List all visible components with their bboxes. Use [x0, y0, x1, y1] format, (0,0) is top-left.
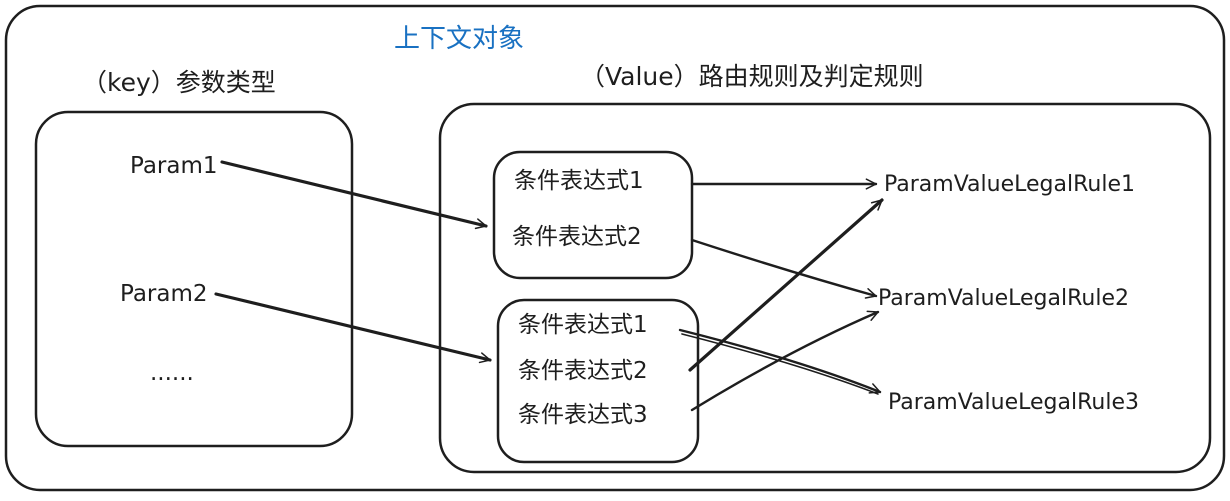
group1-condition-1: 条件表达式1	[514, 168, 644, 194]
arrow-param1-to-group1	[220, 160, 488, 230]
arrow-param2-to-group2	[214, 292, 492, 364]
diagram-title: 上下文对象	[394, 24, 525, 54]
rule-3: ParamValueLegalRule3	[888, 390, 1139, 415]
group2-condition-3: 条件表达式3	[518, 402, 648, 428]
param-2: Param2	[120, 281, 208, 307]
group2-condition-1: 条件表达式1	[518, 312, 648, 338]
context-object-container	[4, 4, 1226, 492]
condition-group-1	[492, 150, 694, 280]
arrow-g2c2-to-rule1	[688, 198, 884, 372]
value-heading: （Value）路由规则及判定规则	[580, 62, 924, 91]
arrow-g2c3-to-rule2	[690, 310, 880, 412]
condition-group-2	[496, 298, 700, 464]
arrow-g1c2-to-rule2	[690, 238, 878, 299]
arrow-g2c1-to-rule3	[678, 328, 882, 394]
param-ellipsis: ......	[150, 360, 194, 386]
param-1: Param1	[130, 153, 218, 179]
group1-condition-2: 条件表达式2	[512, 224, 642, 250]
rule-2: ParamValueLegalRule2	[878, 286, 1129, 311]
key-heading: （key）参数类型	[82, 68, 276, 97]
arrow-g2c1-to-rule3-sketch	[681, 333, 879, 395]
value-container	[438, 102, 1212, 474]
key-container	[34, 110, 354, 448]
group2-condition-2: 条件表达式2	[518, 358, 648, 384]
rule-1: ParamValueLegalRule1	[884, 172, 1135, 197]
